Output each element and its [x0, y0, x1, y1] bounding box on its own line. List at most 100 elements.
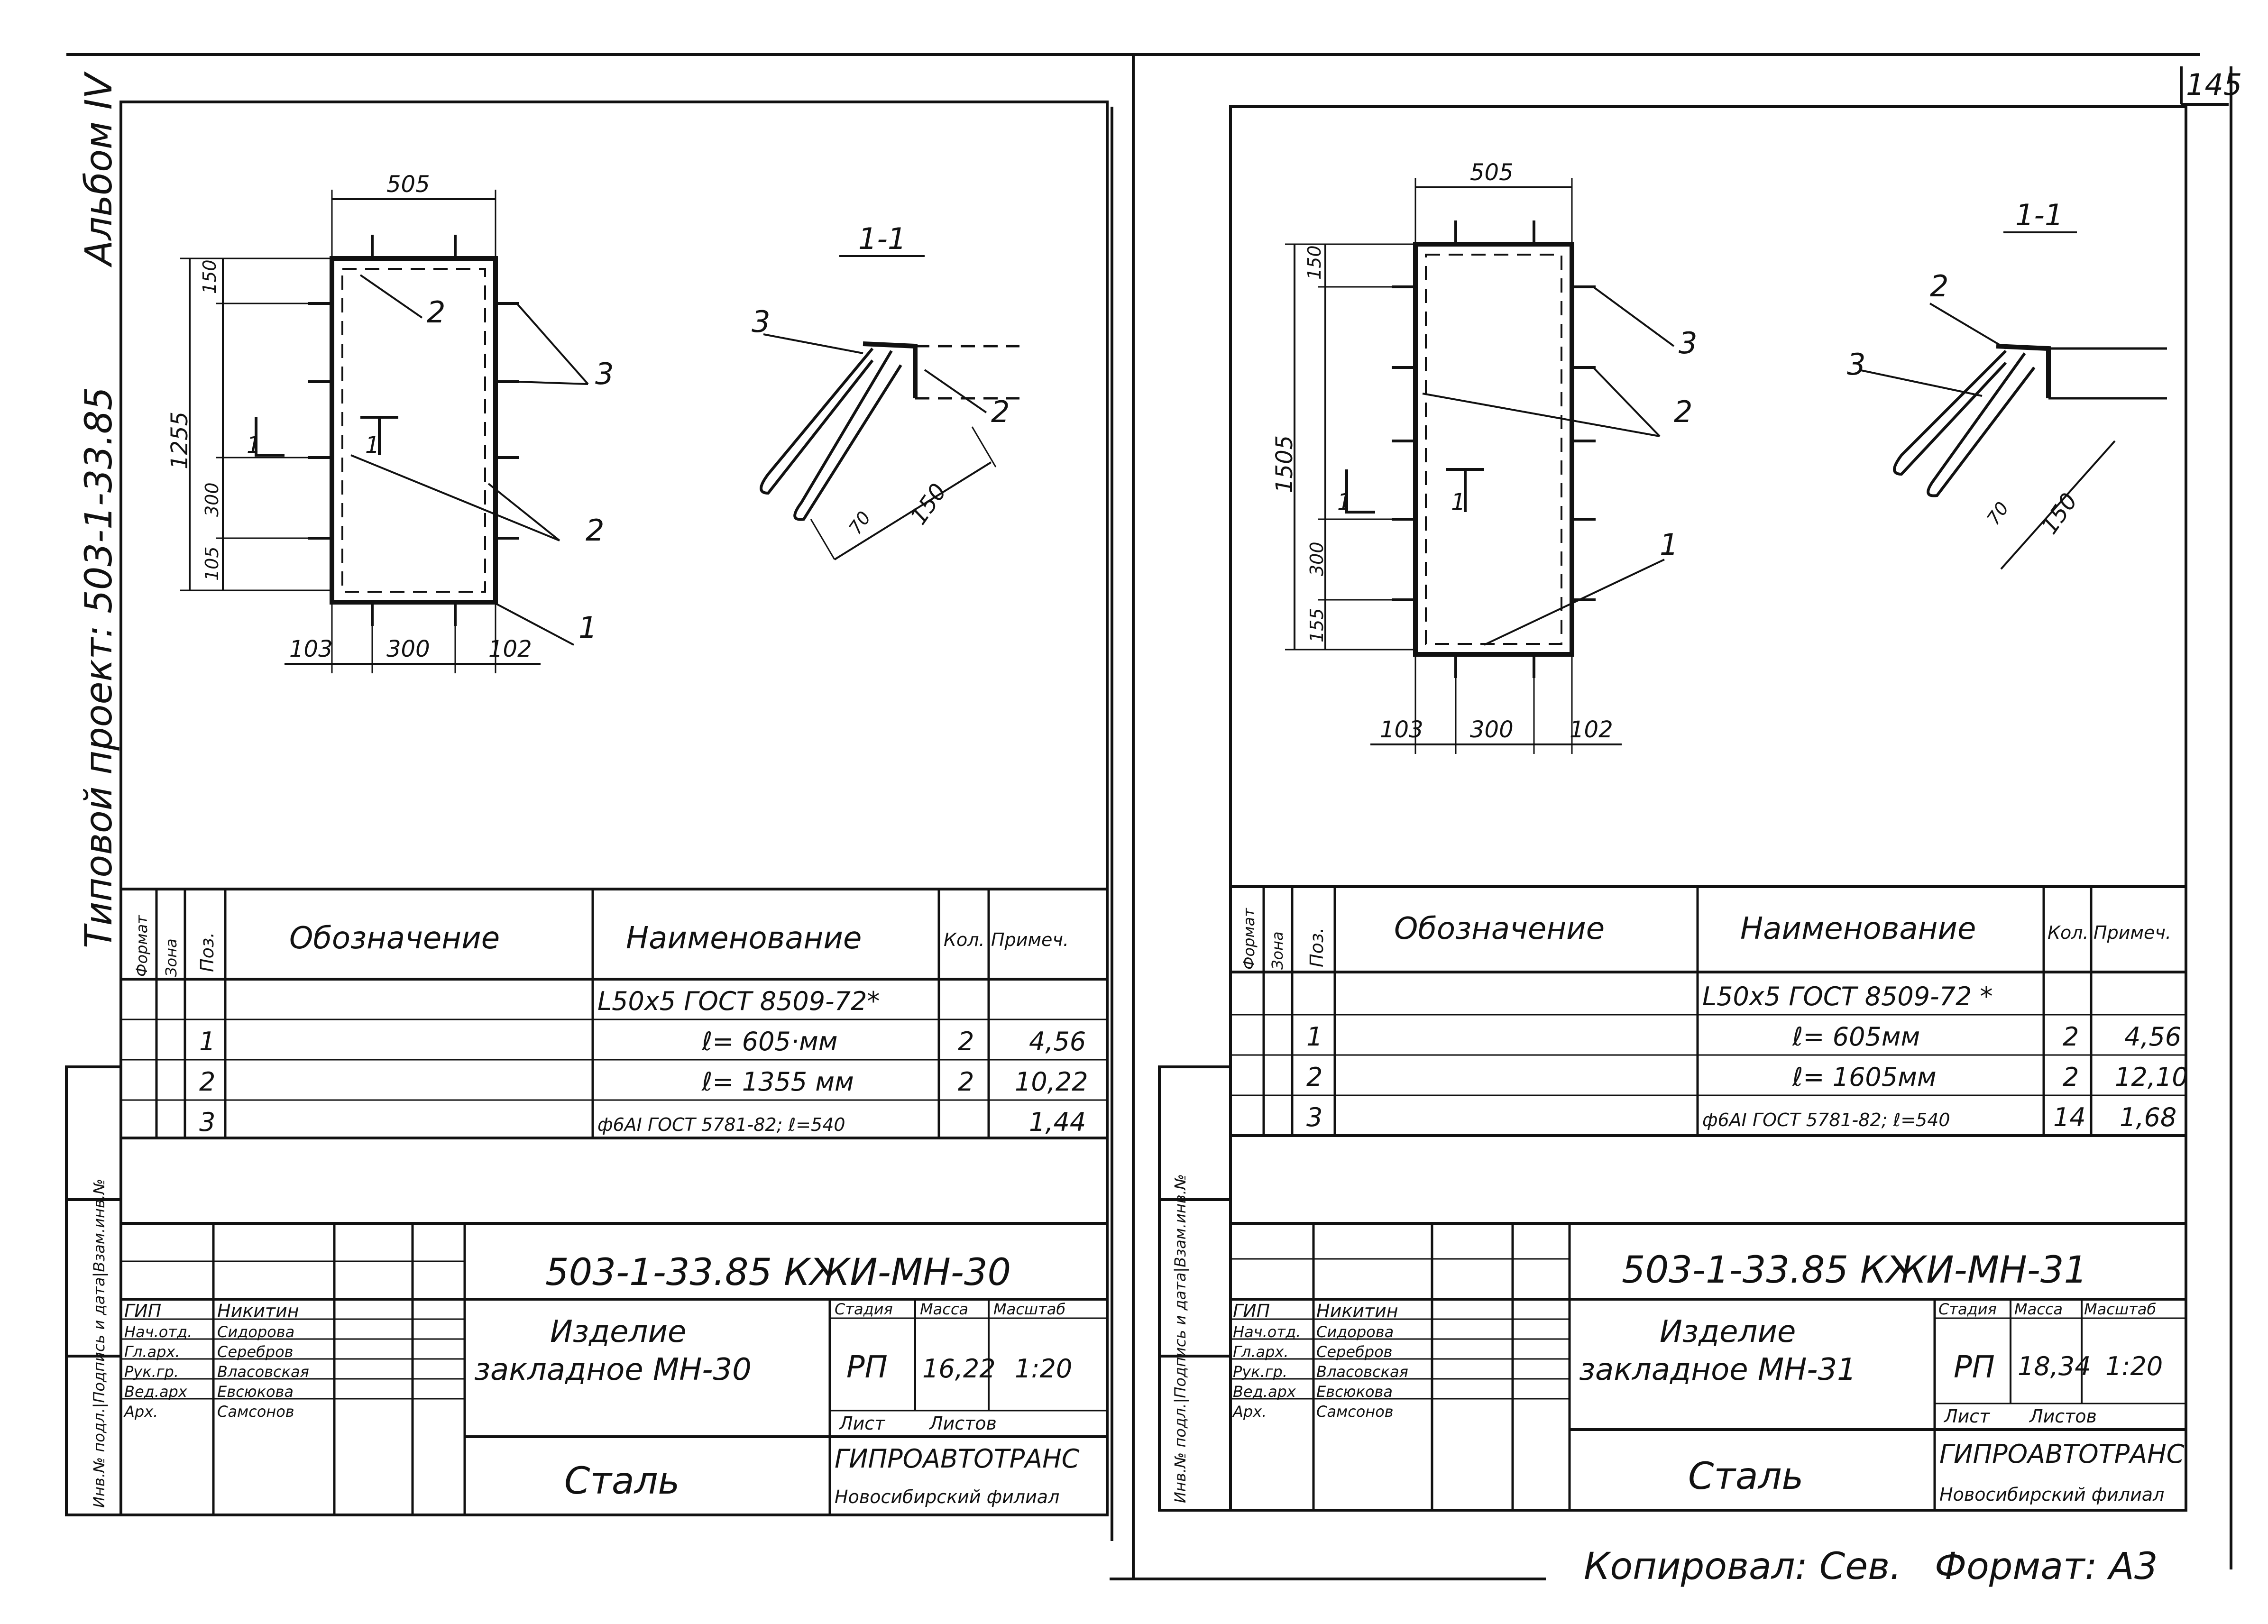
sheet-right: Инв.№ подл.|Подпись и дата|Взам.инв.№	[1158, 105, 2188, 1512]
svg-text:Сидорова: Сидорова	[217, 1323, 294, 1341]
svg-text:Арх.: Арх.	[1232, 1403, 1267, 1421]
table-row: L50x5 ГОСТ 8509-72*	[597, 986, 880, 1016]
svg-text:Обозначение: Обозначение	[1394, 911, 1605, 946]
svg-text:Примеч.: Примеч.	[991, 929, 1069, 950]
svg-text:18,34: 18,34	[2018, 1351, 2091, 1381]
svg-text:Примеч.: Примеч.	[2094, 922, 2171, 943]
plan-view-right	[1285, 178, 1675, 754]
table-row: ℓ= 605мм	[1792, 1022, 1920, 1052]
table-row: 14	[2053, 1102, 2086, 1132]
svg-text:2: 2	[1930, 269, 1948, 303]
svg-text:505: 505	[1470, 159, 1514, 186]
svg-text:150: 150	[1304, 245, 1325, 280]
svg-text:Новосибирский филиал: Новосибирский филиал	[835, 1486, 1059, 1507]
table-row: 2	[958, 1027, 974, 1056]
spec-headers-right: Формат Зона Поз. Обозначение Наименовани…	[1240, 908, 2171, 970]
svg-text:3: 3	[1679, 326, 1697, 360]
svg-text:Обозначение: Обозначение	[289, 921, 500, 956]
svg-text:102: 102	[1570, 716, 1613, 743]
title-block-left	[121, 1222, 1107, 1515]
svg-text:300: 300	[202, 482, 222, 517]
svg-text:300: 300	[1306, 541, 1327, 576]
title-block-text-left: 503-1-33.85 КЖИ-МН-30 ГИП Нач.отд. Гл.ар…	[123, 1251, 1080, 1507]
table-row: 12,10	[2115, 1062, 2188, 1092]
svg-text:Листов: Листов	[2029, 1406, 2097, 1427]
sheet-frame	[66, 53, 2232, 1580]
svg-text:1: 1	[365, 432, 380, 459]
svg-text:Стадия: Стадия	[835, 1300, 893, 1318]
svg-text:Серебров: Серебров	[217, 1343, 294, 1361]
side-stamp-right: Инв.№ подл.|Подпись и дата|Взам.инв.№	[1171, 1174, 1189, 1503]
table-row: 3	[1306, 1102, 1322, 1132]
svg-text:Сталь: Сталь	[564, 1460, 680, 1503]
svg-text:Евсюкова: Евсюкова	[1316, 1383, 1393, 1401]
svg-text:ГИПРОАВТОТРАНС: ГИПРОАВТОТРАНС	[835, 1444, 1080, 1474]
svg-text:300: 300	[386, 636, 430, 662]
svg-text:Масштаб: Масштаб	[2084, 1300, 2156, 1318]
svg-text:70: 70	[845, 507, 875, 538]
table-row: 2	[2063, 1022, 2079, 1052]
project-side-title: Типовой проект: 503-1-33.85	[78, 387, 120, 948]
svg-text:Лист: Лист	[1943, 1406, 1991, 1427]
spec-headers-left: Формат Зона Поз. Обозначение Наименовани…	[133, 915, 1069, 977]
svg-text:Масса: Масса	[920, 1300, 968, 1318]
svg-text:70: 70	[1983, 498, 2013, 529]
svg-text:РП: РП	[1954, 1350, 1995, 1385]
svg-text:Поз.: Поз.	[197, 932, 218, 972]
svg-text:300: 300	[1470, 716, 1514, 743]
svg-text:102: 102	[488, 636, 532, 662]
svg-text:2: 2	[991, 395, 1010, 429]
svg-text:1:20: 1:20	[1015, 1354, 1072, 1384]
album-side-title: Альбом IV	[78, 71, 120, 268]
table-row: L50x5 ГОСТ 8509-72 *	[1702, 982, 1993, 1011]
page-number: 145	[2186, 67, 2242, 102]
table-row: ℓ= 605·мм	[701, 1027, 837, 1056]
drawing-code: 503-1-33.85 КЖИ-МН-31	[1622, 1249, 2087, 1292]
title-block-text-right: 503-1-33.85 КЖИ-МН-31 ГИП Нач.отд. Гл.ар…	[1232, 1249, 2185, 1505]
table-row: 4,56	[1029, 1027, 1086, 1056]
title-block-right	[1230, 1222, 2186, 1510]
svg-text:150: 150	[905, 479, 952, 530]
svg-text:Евсюкова: Евсюкова	[217, 1383, 294, 1401]
svg-text:2: 2	[586, 513, 604, 548]
plan-dimensions-right: 505 1505 150 300 155 103 300 102 3 2 1 1…	[1271, 159, 1697, 743]
svg-text:Наименование: Наименование	[626, 921, 862, 956]
svg-text:Нач.отд.: Нач.отд.	[1233, 1323, 1301, 1341]
svg-text:1: 1	[247, 432, 261, 459]
section-view-left	[760, 255, 1019, 560]
svg-text:Никитин: Никитин	[1316, 1301, 1398, 1321]
table-row: 1	[199, 1027, 215, 1056]
section-view-right	[1858, 231, 2167, 570]
svg-text:Рук.гр.: Рук.гр.	[1233, 1363, 1287, 1381]
table-row: 10,22	[1015, 1067, 1088, 1097]
svg-text:Сталь: Сталь	[1688, 1455, 1804, 1498]
svg-text:Масштаб: Масштаб	[993, 1300, 1065, 1318]
svg-text:Вед.арх: Вед.арх	[124, 1383, 188, 1401]
svg-text:Наименование: Наименование	[1740, 911, 1976, 946]
svg-text:2: 2	[427, 295, 445, 330]
svg-text:закладное МН-31: закладное МН-31	[1579, 1352, 1856, 1387]
svg-text:150: 150	[199, 259, 220, 294]
spec-table-left	[121, 888, 1107, 1139]
svg-text:Кол.: Кол.	[2048, 922, 2089, 943]
table-row: 4,56	[2124, 1022, 2181, 1052]
svg-text:Изделие: Изделие	[550, 1314, 686, 1349]
svg-text:1: 1	[1660, 527, 1678, 562]
table-row: ф6АI ГОСТ 5781-82; ℓ=540	[1702, 1110, 1950, 1130]
svg-text:Нач.отд.: Нач.отд.	[124, 1323, 192, 1341]
svg-text:Самсонов: Самсонов	[1316, 1403, 1394, 1421]
table-row: ℓ= 1605мм	[1792, 1062, 1937, 1092]
section-labels-left: 1-1 3 2 70 150	[752, 221, 1010, 538]
svg-text:Арх.: Арх.	[123, 1403, 158, 1421]
table-row: ф6АI ГОСТ 5781-82; ℓ=540	[597, 1114, 845, 1135]
svg-text:ГИПРОАВТОТРАНС: ГИПРОАВТОТРАНС	[1939, 1439, 2185, 1469]
table-row: 2	[1306, 1062, 1322, 1092]
svg-text:Стадия: Стадия	[1938, 1300, 1997, 1318]
side-stamp-left: Инв.№ подл.|Подпись и дата|Взам.инв.№	[90, 1179, 108, 1508]
svg-text:103: 103	[289, 636, 333, 662]
svg-text:Формат: Формат	[1240, 908, 1258, 970]
svg-text:105: 105	[202, 546, 222, 581]
svg-text:3: 3	[752, 304, 770, 339]
svg-text:Гл.арх.: Гл.арх.	[124, 1343, 180, 1361]
spec-table-right	[1230, 885, 2186, 1137]
